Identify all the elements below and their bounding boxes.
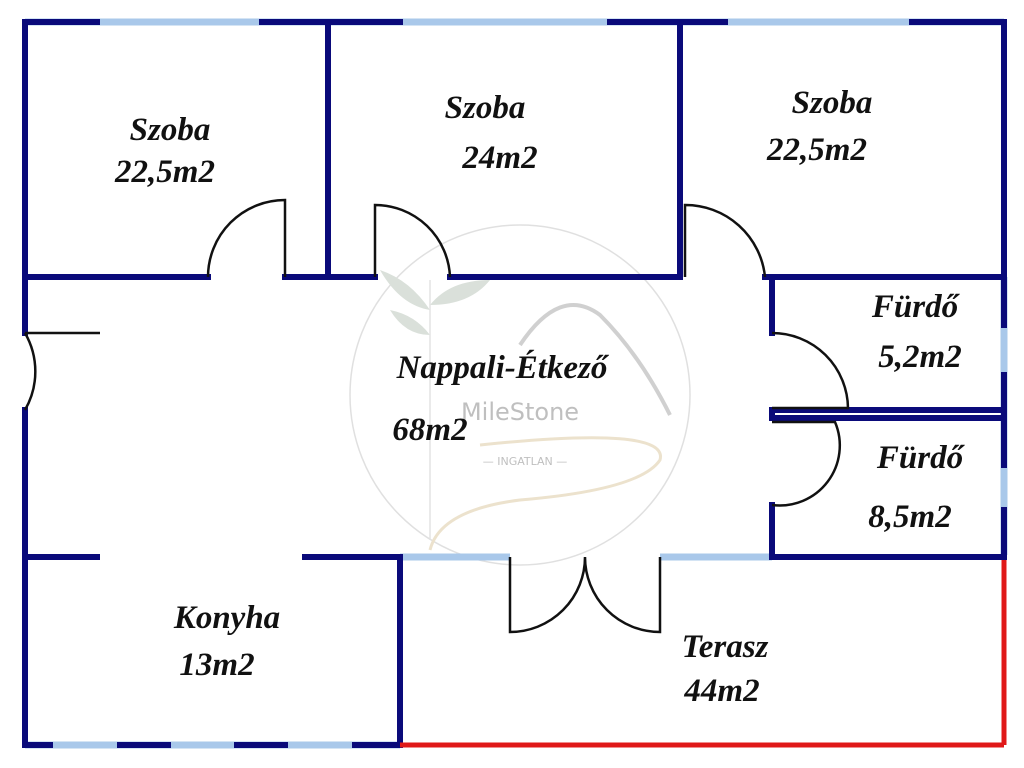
watermark-brand: MileStone — [461, 398, 579, 426]
room-name: Nappali-Étkező — [396, 349, 610, 386]
room-area: 13m2 — [179, 647, 254, 683]
room-name: Szoba — [792, 85, 873, 121]
room-area: 22,5m2 — [114, 154, 215, 190]
room-name: Fürdő — [871, 289, 961, 325]
terrace-border — [400, 560, 1007, 748]
room-area: 8,5m2 — [868, 499, 951, 535]
door-furdo-1 — [771, 331, 850, 410]
door-furdo-2 — [771, 420, 842, 507]
door-szoba-3 — [683, 203, 767, 278]
door-terrace — [508, 556, 662, 634]
room-area: 22,5m2 — [766, 132, 867, 168]
doors — [23, 198, 850, 634]
milestone-watermark-logo: MileStone — INGATLAN — — [349, 224, 691, 566]
room-name: Fürdő — [876, 440, 966, 476]
room-area: 44m2 — [683, 673, 759, 709]
walls — [22, 19, 1007, 748]
room-name: Szoba — [130, 112, 211, 148]
room-name: Konyha — [173, 600, 280, 636]
room-name: Terasz — [682, 629, 769, 665]
watermark-subtitle: — INGATLAN — — [483, 455, 568, 468]
room-area: 5,2m2 — [878, 339, 961, 375]
door-szoba-2 — [373, 203, 452, 278]
door-entrance — [23, 331, 100, 411]
door-szoba-1 — [206, 198, 287, 278]
room-labels: Szoba 22,5m2 Szoba 24m2 Szoba 22,5m2 Für… — [114, 85, 966, 709]
room-name: Szoba — [445, 90, 526, 126]
room-area: 68m2 — [392, 412, 467, 448]
room-area: 24m2 — [461, 140, 537, 176]
